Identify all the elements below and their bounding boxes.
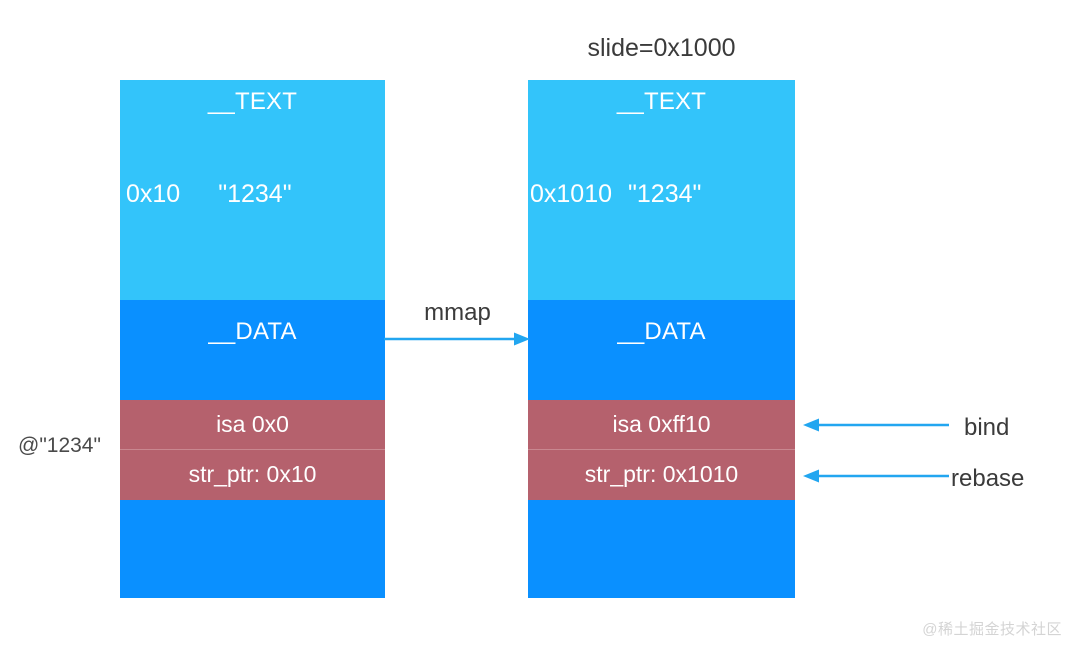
mmap-arrow-icon xyxy=(384,332,530,346)
object-row-strptr-label: str_ptr: 0x1010 xyxy=(584,461,739,487)
data-segment-tail-before xyxy=(120,500,385,598)
object-row-isa-after: isa 0xff10 xyxy=(528,400,795,450)
memory-block-after-mmap: __TEXT 0x1010 "1234" __DATA isa 0xff10 st… xyxy=(528,80,795,598)
data-segment-title: __DATA xyxy=(617,318,706,345)
text-segment-title: __TEXT xyxy=(207,88,298,115)
bind-label: bind xyxy=(964,414,1010,441)
text-segment-literal: "1234" xyxy=(628,180,702,208)
object-row-isa-before: isa 0x0 xyxy=(120,400,385,450)
rebase-label: rebase xyxy=(951,465,1025,492)
memory-block-before-mmap: __TEXT 0x10 "1234" __DATA isa 0x0 str_ptr… xyxy=(120,80,385,598)
bind-arrow-icon xyxy=(803,418,949,432)
data-segment-before: __DATA xyxy=(120,300,385,400)
object-row-isa-label: isa 0x0 xyxy=(216,411,289,437)
object-row-strptr-before: str_ptr: 0x10 xyxy=(120,450,385,500)
at-string-label: @"1234" xyxy=(18,434,101,457)
mmap-label: mmap xyxy=(424,299,491,326)
text-segment-address: 0x10 xyxy=(126,180,181,208)
text-segment-after: __TEXT 0x1010 "1234" xyxy=(528,80,795,300)
rebase-arrow-icon xyxy=(803,469,949,483)
data-segment-tail-after xyxy=(528,500,795,598)
text-segment-title: __TEXT xyxy=(616,88,707,115)
object-row-strptr-label: str_ptr: 0x10 xyxy=(188,461,317,487)
text-segment-literal-row: 0x10 "1234" xyxy=(126,180,385,209)
slide-label: slide=0x1000 xyxy=(587,34,736,62)
text-segment-before: __TEXT 0x10 "1234" xyxy=(120,80,385,300)
object-row-isa-label: isa 0xff10 xyxy=(612,411,711,437)
watermark: @稀土掘金技术社区 xyxy=(922,621,1062,638)
text-segment-address: 0x1010 xyxy=(530,180,613,208)
object-row-strptr-after: str_ptr: 0x1010 xyxy=(528,450,795,500)
text-segment-literal-row: 0x1010 "1234" xyxy=(530,180,795,209)
data-segment-after: __DATA xyxy=(528,300,795,400)
data-segment-title: __DATA xyxy=(208,318,297,345)
text-segment-literal: "1234" xyxy=(218,180,292,208)
